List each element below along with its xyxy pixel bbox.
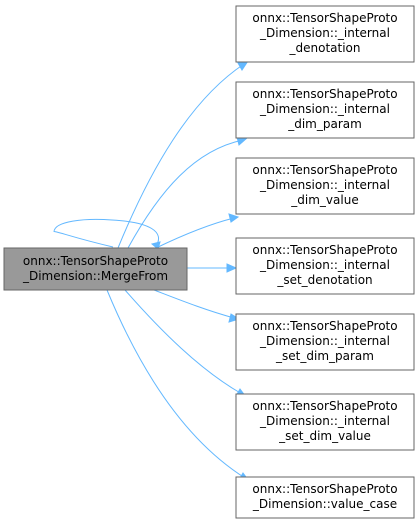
node-merge-from[interactable]: onnx::TensorShapeProto _Dimension::Merge… [3,247,188,291]
node-line: onnx::TensorShapeProto [252,399,397,413]
node-line: _Dimension::_internal [259,334,390,348]
node-merge-from-line-2: _Dimension::MergeFrom [22,269,168,283]
node-internal-set-dim-param[interactable]: onnx::TensorShapeProto _Dimension::_inte… [235,313,415,371]
node-internal-set-denotation[interactable]: onnx::TensorShapeProto _Dimension::_inte… [235,237,415,295]
node-line: onnx::TensorShapeProto [252,482,397,496]
node-line: _Dimension::_internal [259,178,390,192]
edge-self-loop [53,218,159,248]
node-line: onnx::TensorShapeProto [252,11,397,25]
arrow-to-internal-set-dim-param [228,313,241,323]
node-line: _set_dim_param [275,349,374,363]
node-line: _Dimension::value_case [252,497,397,511]
node-line: _dim_param [287,117,362,131]
node-line: onnx::TensorShapeProto [252,243,397,257]
node-line: _Dimension::_internal [259,26,390,40]
edge-to-internal-dim-param [127,139,244,249]
node-internal-set-dim-value[interactable]: onnx::TensorShapeProto _Dimension::_inte… [235,393,415,451]
node-merge-from-line-1: onnx::TensorShapeProto [23,254,168,268]
node-line: _denotation [289,41,361,55]
arrow-to-internal-set-denotation [226,263,238,273]
edge-to-internal-set-dim-value [124,289,243,395]
node-line: onnx::TensorShapeProto [252,163,397,177]
node-line: _set_denotation [276,273,372,287]
node-value-case[interactable]: onnx::TensorShapeProto _Dimension::value… [235,476,415,519]
node-internal-denotation[interactable]: onnx::TensorShapeProto _Dimension::_inte… [235,5,415,63]
edge-to-internal-set-dim-param [153,289,235,319]
node-line: _Dimension::_internal [259,102,390,116]
edge-to-value-case [106,289,246,479]
node-line: onnx::TensorShapeProto [252,319,397,333]
edge-to-internal-dim-value [155,217,235,249]
node-line: _set_dim_value [278,429,371,443]
node-line: _dim_value [290,193,358,207]
node-internal-dim-param[interactable]: onnx::TensorShapeProto _Dimension::_inte… [235,81,415,139]
node-line: _Dimension::_internal [259,414,390,428]
edge-to-internal-denotation [117,63,245,249]
arrow-to-internal-dim-value [228,213,240,223]
node-line: onnx::TensorShapeProto [252,87,397,101]
node-line: _Dimension::_internal [259,258,390,272]
node-internal-dim-value[interactable]: onnx::TensorShapeProto _Dimension::_inte… [235,157,415,215]
